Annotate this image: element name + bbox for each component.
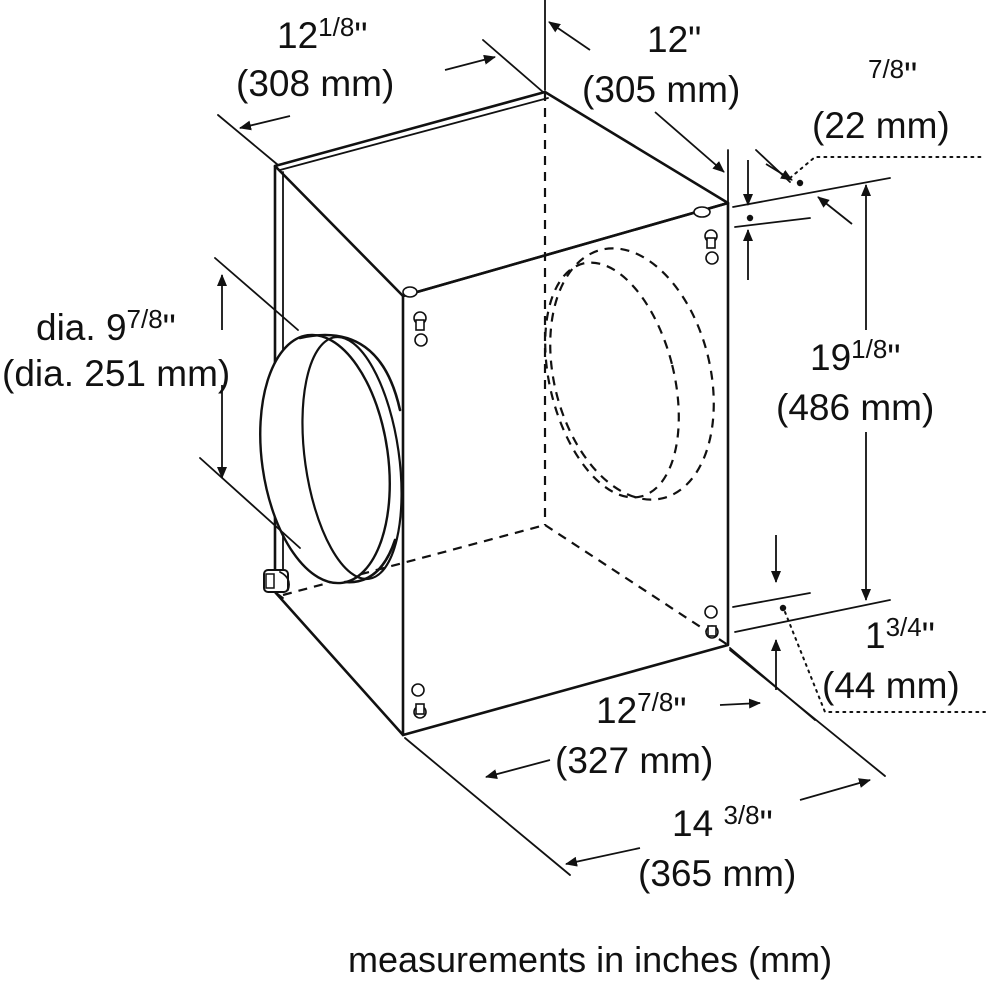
- front-width-imperial: 127/8": [596, 687, 686, 731]
- top-depth-metric: (305 mm): [582, 69, 740, 110]
- keyhole-icon: [413, 703, 427, 719]
- height-metric: (486 mm): [776, 387, 934, 428]
- keyhole-icon: [413, 311, 427, 331]
- height-imperial: 191/8": [810, 334, 900, 378]
- keyhole-icon: [402, 286, 418, 298]
- top-width-metric: (308 mm): [236, 63, 394, 104]
- electrical-connector: [263, 569, 290, 593]
- duct-diameter-imperial: dia. 97/8": [36, 304, 176, 348]
- keyhole-icon: [414, 333, 428, 347]
- overall-depth-metric: (365 mm): [638, 853, 796, 894]
- dimension-lines: [199, 0, 986, 876]
- mounting-keyholes: [402, 206, 719, 719]
- hidden-edges: [282, 92, 729, 646]
- bottom-offset-imperial: 13/4": [865, 612, 935, 656]
- keyhole-icon: [705, 251, 719, 265]
- dimension-labels: 121/8" (308 mm) 12" (305 mm) 7/8" (22 mm…: [2, 12, 960, 894]
- units-caption: measurements in inches (mm): [348, 939, 832, 980]
- keyhole-icon: [705, 625, 719, 639]
- duct-collar: [259, 333, 403, 585]
- duct-diameter-metric: (dia. 251 mm): [2, 353, 230, 394]
- bottom-offset-metric: (44 mm): [822, 665, 960, 706]
- mount-offset-metric: (22 mm): [812, 105, 950, 146]
- keyhole-icon: [411, 683, 425, 697]
- keyhole-icon: [693, 206, 711, 218]
- keyhole-icon: [704, 605, 718, 619]
- top-width-imperial: 121/8": [277, 12, 367, 56]
- keyhole-icon: [704, 229, 718, 249]
- front-width-metric: (327 mm): [555, 740, 713, 781]
- top-depth-imperial: 12": [647, 19, 701, 60]
- mount-offset-imperial: 7/8": [868, 54, 917, 96]
- overall-depth-imperial: 14 3/8": [672, 800, 773, 844]
